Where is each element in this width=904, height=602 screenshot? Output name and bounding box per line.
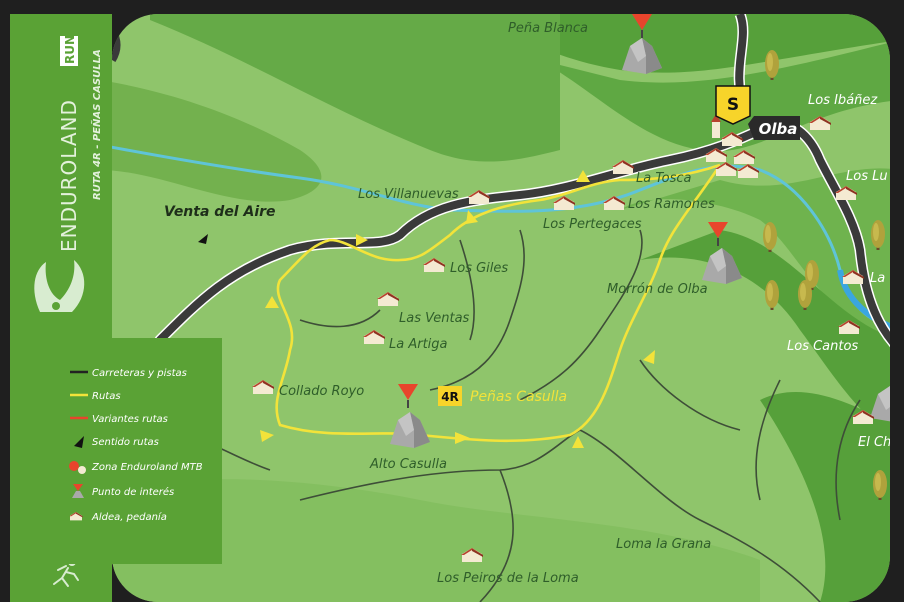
label-pena-blanca: Peña Blanca — [508, 21, 588, 36]
brand-subtitle: RUTA 4R - PEÑAS CASULLA — [90, 49, 103, 200]
main-road — [156, 119, 890, 354]
legend-item-direction: Sentido rutas — [92, 437, 159, 448]
label-el-ch: El Ch — [858, 435, 891, 450]
olba-town — [705, 114, 759, 178]
legend: Carreteras y pistas Rutas Variantes ruta… — [60, 338, 222, 564]
poi-icon — [72, 484, 84, 498]
label-los-giles: Los Giles — [450, 261, 508, 276]
label-las-ventas: Las Ventas — [399, 311, 470, 326]
label-la-artiga: La Artiga — [389, 337, 448, 352]
map-panel: S Olba 4R Peñas Casulla Peña Blanca Los … — [112, 14, 891, 602]
olba-label-text: Olba — [759, 120, 798, 138]
label-collado-royo: Collado Royo — [279, 384, 364, 399]
label-los-ramones: Los Ramones — [628, 197, 715, 212]
run-badge-text: RUN — [63, 35, 77, 64]
label-los-lu: Los Lu — [846, 169, 888, 184]
route-line — [275, 163, 722, 443]
route-label: 4R Peñas Casulla — [438, 386, 567, 406]
enduroland-logo-icon — [34, 260, 85, 312]
run-badge — [60, 36, 78, 66]
legend-item-roads: Carreteras y pistas — [92, 368, 187, 379]
route-code: 4R — [441, 390, 459, 404]
label-loma-la-grana: Loma la Grana — [616, 537, 711, 552]
start-marker-text: S — [727, 95, 739, 115]
route-direction-arrows — [260, 170, 655, 448]
label-los-pertegaces: Los Pertegaces — [543, 217, 642, 232]
label-alto-casulla: Alto Casulla — [369, 457, 447, 472]
river — [112, 143, 890, 332]
mtb-zone-icon — [69, 461, 86, 474]
label-la: La — [870, 271, 885, 286]
legend-item-mtb-zone: Zona Enduroland MTB — [91, 462, 203, 473]
legend-item-routes: Rutas — [92, 391, 121, 402]
legend-item-variants: Variantes rutas — [92, 414, 168, 425]
direction-arrow-icon — [198, 234, 208, 244]
direction-legend-icon — [74, 436, 84, 448]
brand-name: ENDUROLAND — [57, 99, 81, 252]
legend-item-village: Aldea, pedanía — [91, 511, 167, 523]
label-los-villanuevas: Los Villanuevas — [358, 187, 459, 202]
route-name: Peñas Casulla — [470, 389, 567, 405]
label-morron-de-olba: Morrón de Olba — [607, 282, 708, 297]
label-los-cantos: Los Cantos — [787, 339, 858, 354]
label-venta-del-aire: Venta del Aire — [164, 204, 276, 220]
olba-label: Olba — [748, 116, 800, 140]
legend-item-poi: Punto de interés — [92, 486, 174, 498]
tracks — [169, 229, 861, 602]
label-los-ibanez: Los Ibáñez — [808, 93, 878, 108]
start-marker: S — [715, 85, 751, 125]
label-los-peiros: Los Peiros de la Loma — [437, 571, 579, 586]
label-la-tosca: La Tosca — [636, 171, 692, 186]
